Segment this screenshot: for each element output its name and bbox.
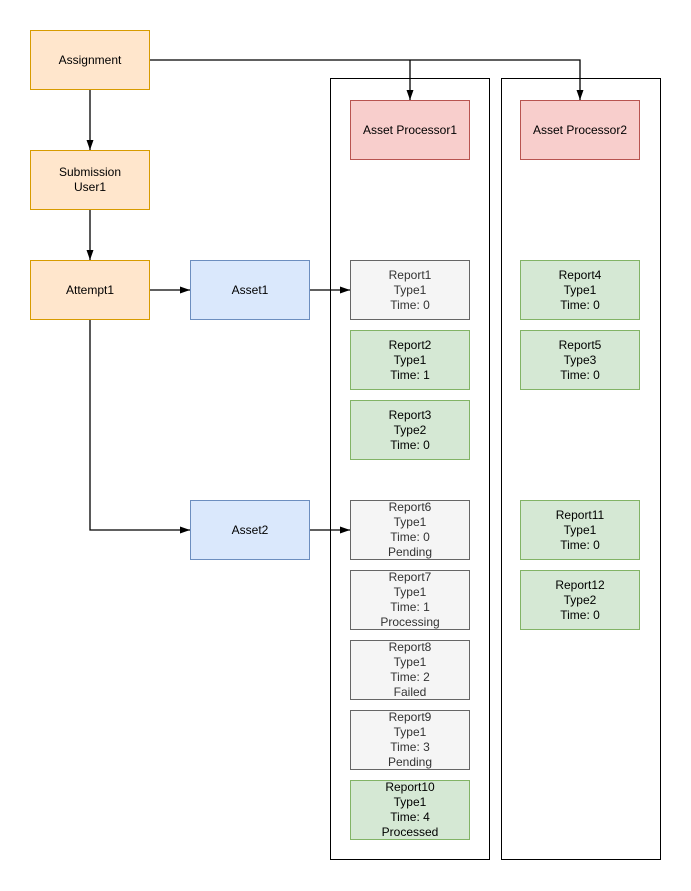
report5-node-label-line: Type3 — [563, 352, 597, 367]
report12-node-label-line: Time: 0 — [560, 607, 600, 622]
report12-node-label-line: Type2 — [563, 592, 597, 607]
report10-node-label-line: Processed — [381, 825, 439, 839]
report3-node-label-line: Report3 — [388, 407, 432, 422]
report8-node-label-line: Type1 — [393, 655, 427, 669]
report1-node-label-line: Report1 — [388, 267, 432, 282]
report6-node-label-line: Type1 — [393, 515, 427, 529]
report7-node-label-line: Report7 — [388, 570, 432, 584]
report5-node-label-line: Time: 0 — [560, 367, 600, 382]
report2-node-label-line: Report2 — [388, 337, 432, 352]
report12-node-label-line: Report12 — [555, 577, 605, 592]
asset-processor1-node: Asset Processor1 — [350, 100, 470, 160]
edge-assignment-to-processor2 — [150, 59, 584, 100]
report3-node-label-line: Time: 0 — [390, 437, 430, 452]
report2-node-label-line: Type1 — [393, 352, 427, 367]
report7-node-label-line: Processing — [380, 615, 440, 629]
report8-node-label-line: Failed — [393, 685, 427, 699]
asset-processor2-container — [501, 78, 661, 860]
report7-node-label-line: Time: 1 — [390, 600, 430, 614]
report7-node-label-line: Type1 — [393, 585, 427, 599]
report4-node-label-line: Time: 0 — [560, 297, 600, 312]
submission-user1-node-label-line: Submission — [58, 165, 122, 179]
report2-node-label-line: Time: 1 — [390, 367, 430, 382]
submission-user1-node-label-line: User1 — [73, 180, 106, 194]
edge-attempt1-to-asset2 — [89, 320, 190, 534]
report8-node-label-line: Time: 2 — [390, 670, 430, 684]
report10-node-label-line: Time: 4 — [390, 810, 430, 824]
report3-node-label-line: Type2 — [393, 422, 427, 437]
asset1-node: Asset1 — [190, 260, 310, 320]
asset-processor2-node: Asset Processor2 — [520, 100, 640, 160]
asset2-node-label-line: Asset2 — [231, 522, 269, 537]
asset1-node-label-line: Asset1 — [231, 282, 269, 297]
attempt1-node-label-line: Attempt1 — [65, 282, 115, 297]
report10-node-label-line: Type1 — [393, 795, 427, 809]
report9-node-label-line: Report9 — [388, 710, 432, 724]
report6-node-label-line: Pending — [387, 545, 433, 559]
report6-node-label-line: Time: 0 — [390, 530, 430, 544]
report9-node-label-line: Time: 3 — [390, 740, 430, 754]
asset-processor1-container — [330, 78, 490, 860]
report1-node-label-line: Time: 0 — [390, 297, 430, 312]
report8-node-label-line: Report8 — [388, 640, 432, 654]
report11-node-label-line: Report11 — [555, 507, 605, 522]
asset2-node: Asset2 — [190, 500, 310, 560]
asset-processor1-node-label-line: Asset Processor1 — [362, 122, 458, 137]
assignment-node-label-line: Assignment — [58, 52, 122, 67]
report9-node-label-line: Pending — [387, 755, 433, 769]
report4-node-label-line: Type1 — [563, 282, 597, 297]
report6-node-label-line: Report6 — [388, 500, 432, 514]
attempt1-node: Attempt1 — [30, 260, 150, 320]
report10-node-label-line: Report10 — [385, 780, 435, 794]
report4-node-label-line: Report4 — [558, 267, 602, 282]
report1-node-label-line: Type1 — [393, 282, 427, 297]
report9-node-label-line: Type1 — [393, 725, 427, 739]
assignment-node: Assignment — [30, 30, 150, 90]
report11-node-label-line: Time: 0 — [560, 537, 600, 552]
report11-node-label-line: Type1 — [563, 522, 597, 537]
report5-node-label-line: Report5 — [558, 337, 602, 352]
asset-processor2-node-label-line: Asset Processor2 — [532, 122, 628, 137]
